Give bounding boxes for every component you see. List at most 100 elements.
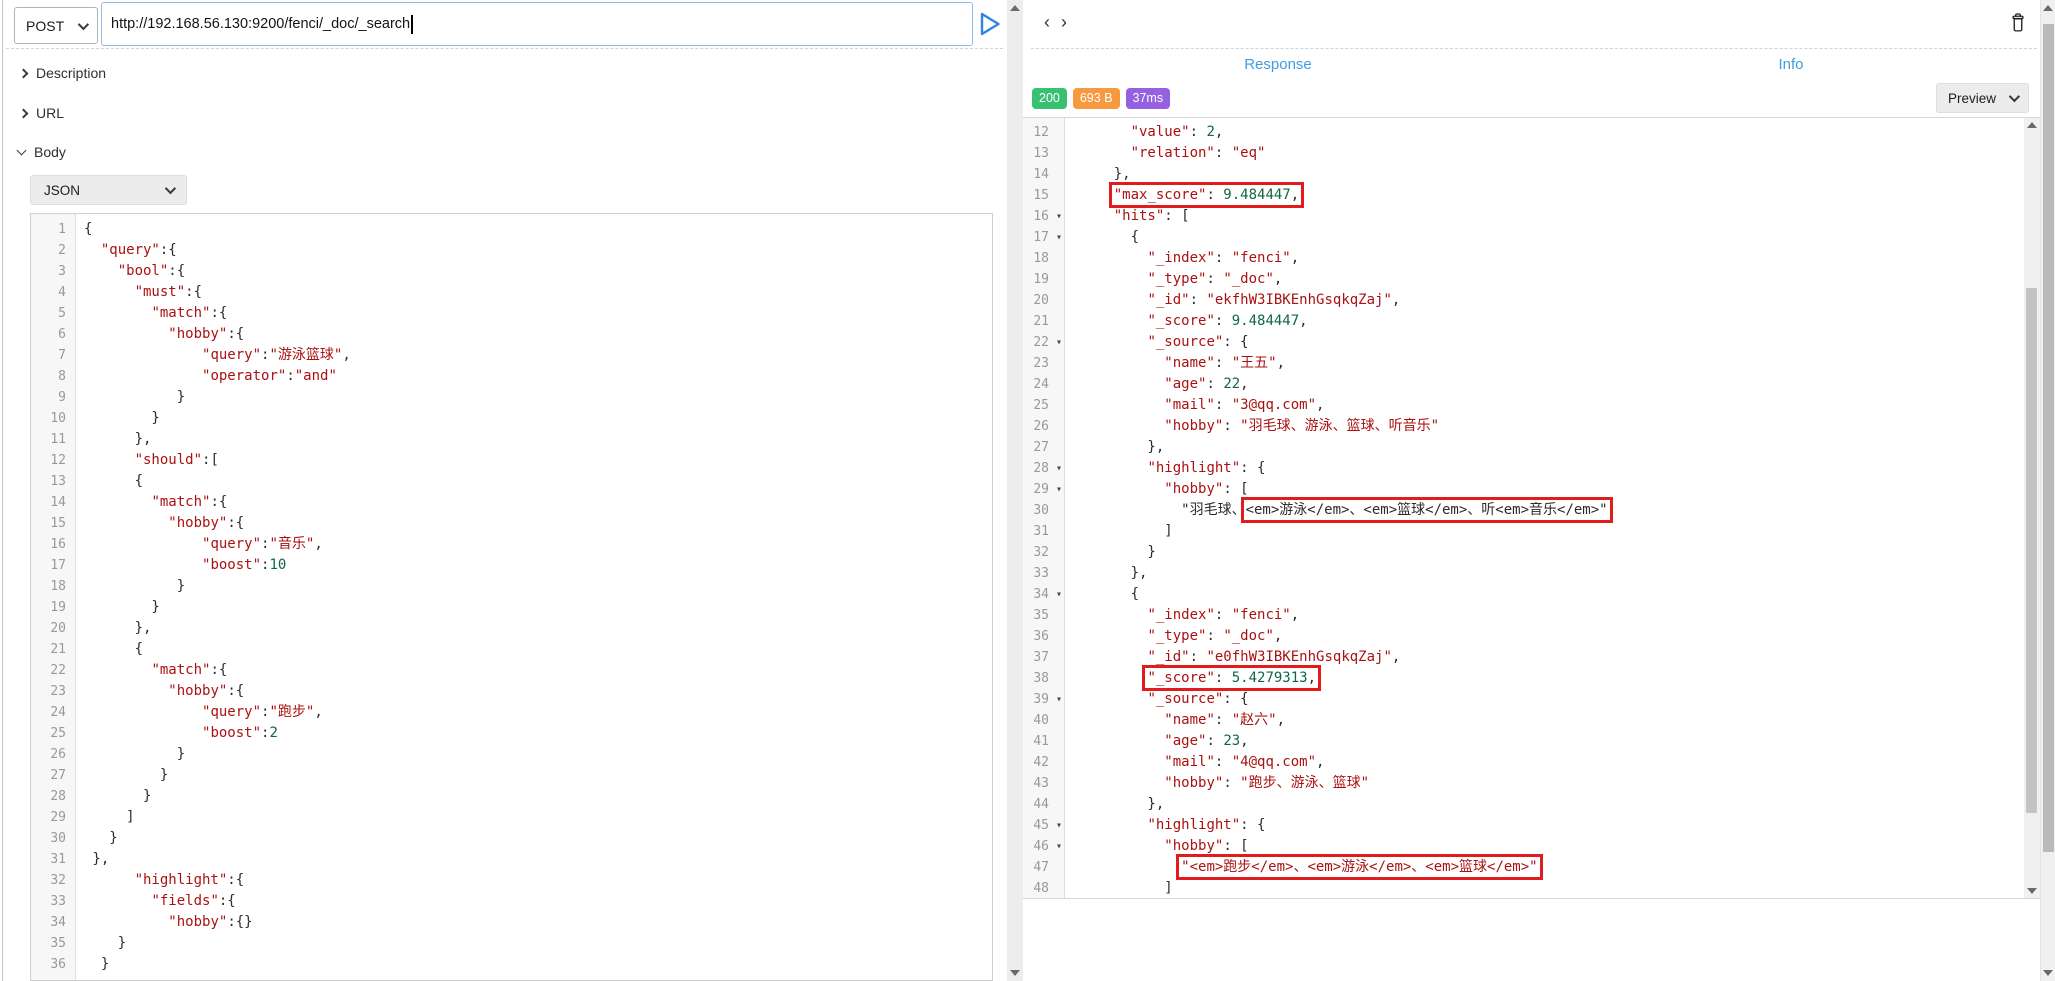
tab-info-label: Info <box>1778 56 1803 73</box>
code-line: } <box>84 954 992 975</box>
line-number: 21 <box>31 639 75 660</box>
code-line: "boost":10 <box>84 555 992 576</box>
line-number: 34▾ <box>1023 584 1064 605</box>
code-line: "_index": "fenci", <box>1080 605 2024 626</box>
code-line: }, <box>1080 437 2024 458</box>
scroll-down-icon[interactable] <box>1010 970 1020 976</box>
send-button[interactable] <box>978 11 1002 37</box>
code-line: }, <box>1080 164 2024 185</box>
line-number: 26 <box>1023 416 1064 437</box>
line-number: 13 <box>1023 143 1064 164</box>
code-line: "hobby": [ <box>1080 836 2024 857</box>
code-line: "hobby":{ <box>84 513 992 534</box>
fold-toggle-icon[interactable]: ▾ <box>1056 584 1062 605</box>
line-number: 6 <box>31 324 75 345</box>
scroll-down-icon[interactable] <box>2043 970 2053 976</box>
fold-toggle-icon[interactable]: ▾ <box>1056 458 1062 479</box>
code-line: } <box>84 786 992 807</box>
window-scrollbar-thumb[interactable] <box>2043 24 2054 852</box>
window-left-border <box>2 0 3 981</box>
method-select[interactable]: POST <box>14 7 98 44</box>
code-line: { <box>84 471 992 492</box>
history-forward-button[interactable]: › <box>1061 12 1067 32</box>
section-body[interactable]: Body <box>18 143 66 161</box>
code-line: } <box>84 744 992 765</box>
fold-toggle-icon[interactable]: ▾ <box>1056 836 1062 857</box>
section-description[interactable]: Description <box>20 64 106 82</box>
section-body-label: Body <box>34 144 66 160</box>
code-line: "_score": 5.4279313, <box>1080 668 2024 689</box>
line-number: 27 <box>1023 437 1064 458</box>
body-editor-code[interactable]: { "query":{ "bool":{ "must":{ "match":{ … <box>77 214 992 980</box>
scroll-up-icon[interactable] <box>2043 5 2053 11</box>
fold-toggle-icon[interactable]: ▾ <box>1056 332 1062 353</box>
left-panel-scrollbar[interactable] <box>1007 0 1023 981</box>
line-number: 32 <box>31 870 75 891</box>
status-code-badge: 200 <box>1032 88 1067 109</box>
response-scrollbar-thumb[interactable] <box>2026 288 2037 813</box>
body-format-select[interactable]: JSON <box>30 175 187 205</box>
response-scrollbar[interactable] <box>2024 118 2040 898</box>
code-line: } <box>84 828 992 849</box>
request-separator <box>6 48 1003 49</box>
code-line: } <box>84 576 992 597</box>
line-number: 1 <box>31 219 75 240</box>
request-body-editor[interactable]: 1234567891011121314151617181920212223242… <box>30 213 993 981</box>
line-number: 42 <box>1023 752 1064 773</box>
line-number: 34 <box>31 912 75 933</box>
code-line: } <box>84 765 992 786</box>
code-line: "max_score": 9.484447, <box>1080 185 2024 206</box>
response-time-badge: 37ms <box>1126 88 1171 109</box>
line-number: 2 <box>31 240 75 261</box>
line-number: 11 <box>31 429 75 450</box>
line-number: 30 <box>31 828 75 849</box>
body-format-value: JSON <box>44 183 80 198</box>
code-line: "hobby":{ <box>84 324 992 345</box>
fold-toggle-icon[interactable]: ▾ <box>1056 227 1062 248</box>
code-line: "highlight": { <box>1080 458 2024 479</box>
line-number: 41 <box>1023 731 1064 752</box>
code-line: "hobby": "跑步、游泳、篮球" <box>1080 773 2024 794</box>
history-back-button[interactable]: ‹ <box>1044 12 1050 32</box>
line-number: 20 <box>31 618 75 639</box>
code-line: "mail": "4@qq.com", <box>1080 752 2024 773</box>
line-number: 37 <box>1023 647 1064 668</box>
line-number: 12 <box>31 450 75 471</box>
line-number: 15 <box>1023 185 1064 206</box>
fold-toggle-icon[interactable]: ▾ <box>1056 479 1062 500</box>
code-line: "_source": { <box>1080 689 2024 710</box>
line-number: 46▾ <box>1023 836 1064 857</box>
url-input[interactable]: http://192.168.56.130:9200/fenci/_doc/_s… <box>101 2 973 46</box>
line-number: 13 <box>31 471 75 492</box>
section-url[interactable]: URL <box>20 104 64 122</box>
code-line: } <box>84 597 992 618</box>
code-line: } <box>84 933 992 954</box>
line-number: 14 <box>1023 164 1064 185</box>
response-view-select[interactable]: Preview <box>1936 83 2029 113</box>
line-number: 9 <box>31 387 75 408</box>
line-number: 10 <box>31 408 75 429</box>
line-number: 16▾ <box>1023 206 1064 227</box>
scroll-up-icon[interactable] <box>1010 5 1020 11</box>
code-line: "bool":{ <box>84 261 992 282</box>
trash-icon <box>2009 12 2027 34</box>
annotation-box: "_score": 5.4279313, <box>1147 670 1316 686</box>
send-icon <box>978 11 1002 37</box>
window-scrollbar[interactable] <box>2040 0 2055 981</box>
fold-toggle-icon[interactable]: ▾ <box>1056 206 1062 227</box>
code-line: }, <box>1080 794 2024 815</box>
line-number: 40 <box>1023 710 1064 731</box>
code-line: }, <box>84 618 992 639</box>
body-editor-gutter: 1234567891011121314151617181920212223242… <box>31 214 76 980</box>
tab-info[interactable]: Info <box>1731 56 1851 73</box>
tab-response-label: Response <box>1244 56 1312 73</box>
scroll-up-icon[interactable] <box>2027 122 2037 128</box>
code-line: "_type": "_doc", <box>1080 626 2024 647</box>
fold-toggle-icon[interactable]: ▾ <box>1056 689 1062 710</box>
clear-response-button[interactable] <box>2009 12 2027 34</box>
tab-response[interactable]: Response <box>1218 56 1338 73</box>
code-line: "relation": "eq" <box>1080 143 2024 164</box>
scroll-down-icon[interactable] <box>2027 888 2037 894</box>
fold-toggle-icon[interactable]: ▾ <box>1056 815 1062 836</box>
